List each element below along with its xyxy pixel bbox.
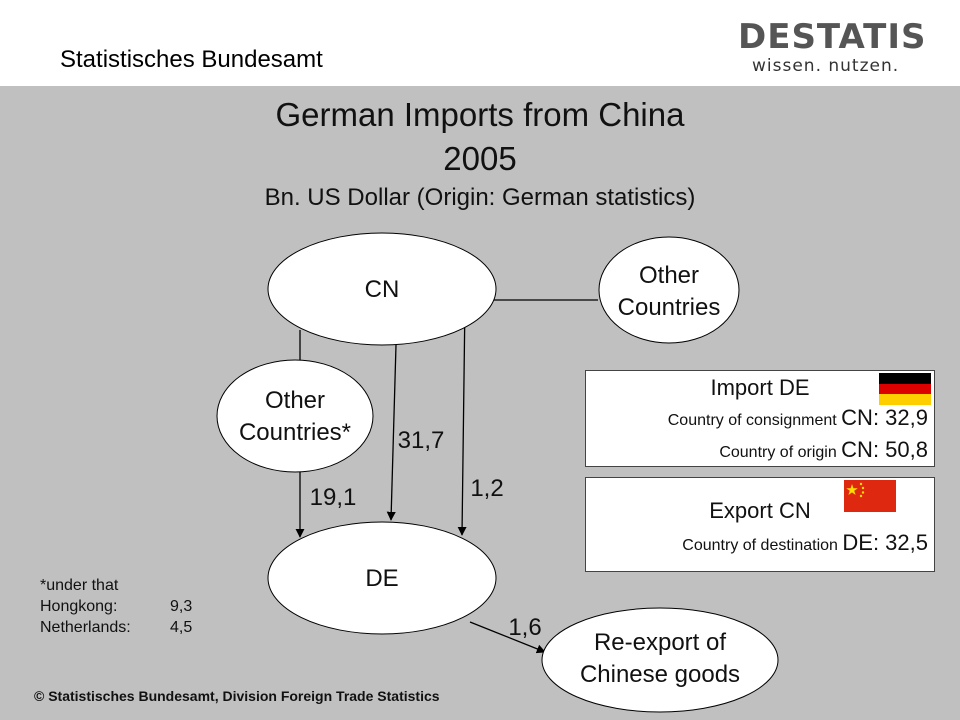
- footnote-heading: *under that: [40, 577, 119, 594]
- node-other-countries-mid: [216, 359, 374, 473]
- node-other-countries-top: [598, 236, 740, 344]
- subtitle: Bn. US Dollar (Origin: German statistics…: [264, 184, 696, 211]
- node-reexport-label2: Chinese goods: [580, 661, 740, 688]
- import-row-origin: Country of origin CN: 50,8: [719, 437, 928, 463]
- flow-value-reexport: 1,6: [508, 614, 541, 641]
- import-row1-value: CN: 32,9: [841, 405, 928, 430]
- node-cn: [267, 232, 497, 346]
- import-de-box: Import DE Country of consignment CN: 32,…: [585, 370, 935, 467]
- node-de-label: DE: [365, 565, 398, 592]
- import-row1-label: Country of consignment: [667, 412, 842, 429]
- node-cn-label: CN: [365, 276, 400, 303]
- arrow-de-to-reexport: [469, 621, 546, 654]
- arrow-other-top-to-de: [457, 299, 467, 536]
- export-row-destination: Country of destination DE: 32,5: [682, 530, 928, 556]
- import-row2-value: CN: 50,8: [841, 437, 928, 462]
- node-reexport-label1: Re-export of: [594, 629, 726, 656]
- export-cn-box: Export CN Country of destination DE: 32,…: [585, 477, 935, 572]
- node-reexport: [541, 607, 779, 713]
- arrow-cn-to-de-direct: [386, 344, 397, 521]
- flow-value-other-to-de: 1,2: [470, 475, 503, 502]
- export-row1-label: Country of destination: [682, 537, 843, 554]
- node-other-top-label2: Countries: [618, 294, 721, 321]
- title-line1: German Imports from China: [275, 96, 685, 133]
- header: Statistisches Bundesamt DESTATIS wissen.…: [0, 0, 960, 86]
- flow-value-via-other: 19,1: [310, 484, 357, 511]
- import-box-title: Import DE: [710, 375, 810, 400]
- copyright-footer: © Statistisches Bundesamt, Division Fore…: [34, 688, 440, 704]
- footnote-value: 4,5: [170, 619, 193, 636]
- footnote-row-netherlands: Netherlands: 4,5: [40, 617, 192, 638]
- title-line2: 2005: [443, 140, 517, 177]
- footnote: *under that Hongkong: 9,3 Netherlands: 4,5: [40, 575, 192, 638]
- german-flag-icon: [879, 373, 931, 405]
- import-row2-label: Country of origin: [719, 444, 842, 461]
- node-other-mid-label1: Other: [265, 387, 325, 414]
- footnote-value: 9,3: [170, 598, 193, 615]
- chinese-flag-icon: [844, 480, 896, 512]
- export-box-title: Export CN: [709, 498, 811, 523]
- node-other-top-label1: Other: [639, 262, 699, 289]
- footnote-label: Hongkong:: [40, 598, 118, 615]
- destatis-logo: DESTATIS wissen. nutzen.: [738, 18, 938, 78]
- logo-wordmark: DESTATIS: [738, 17, 927, 57]
- org-name: Statistisches Bundesamt: [60, 46, 323, 73]
- footnote-row-hongkong: Hongkong: 9,3: [40, 596, 192, 617]
- node-other-mid-label2: Countries*: [239, 419, 351, 446]
- import-row-consignment: Country of consignment CN: 32,9: [668, 405, 928, 431]
- node-de: [267, 521, 497, 635]
- flow-value-direct: 31,7: [398, 427, 445, 454]
- footnote-label: Netherlands:: [40, 619, 131, 636]
- export-row1-value: DE: 32,5: [842, 530, 928, 555]
- logo-tagline: wissen. nutzen.: [752, 56, 900, 76]
